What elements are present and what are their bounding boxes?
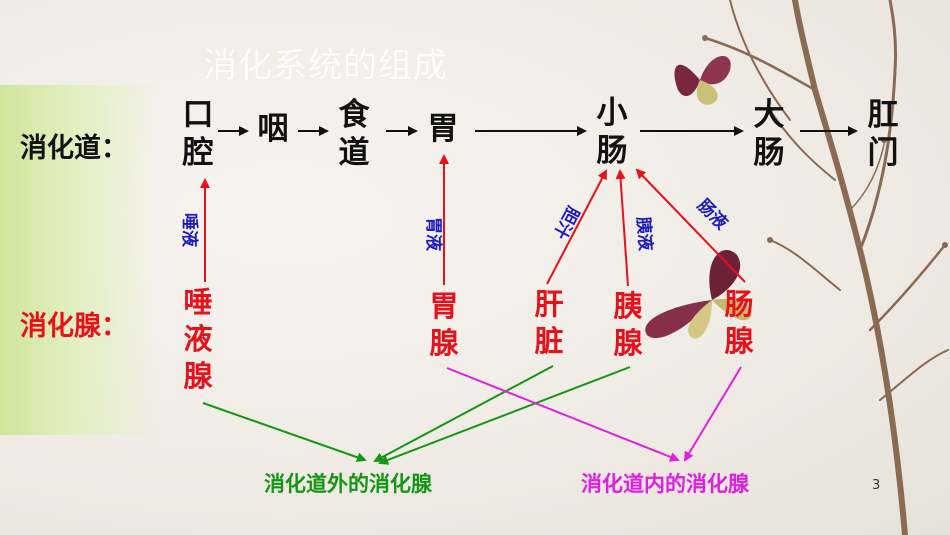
juice-saliva-text: 唾液 <box>179 213 199 247</box>
gland-row-label: 消化腺： <box>20 311 128 342</box>
page-number: 3 <box>872 478 881 493</box>
organ-esophagus: 食 道 <box>334 96 374 172</box>
organ-small-intestine-char: 小 <box>596 95 628 131</box>
organ-stomach-char: 胃 <box>427 111 459 147</box>
arrow-salivary-outside <box>202 402 367 463</box>
gland-liver-char: 脏 <box>534 324 564 358</box>
gland-salivary-char: 唾 <box>183 285 213 319</box>
gland-pancreas-char: 胰 <box>613 289 643 323</box>
organ-anus: 肛 门 <box>863 96 903 172</box>
organ-pharynx-char: 咽 <box>257 111 289 147</box>
arrow-pancreas-small-intestine <box>615 169 629 287</box>
arrow-liver-outside <box>373 365 554 462</box>
group-outside-label: 消化道外的消化腺 <box>264 472 432 496</box>
arrow-liver-small-intestine <box>546 169 607 285</box>
organ-large-intestine-char: 肠 <box>753 135 785 171</box>
organ-anus-char: 肛 <box>867 97 899 133</box>
organ-large-intestine: 大 肠 <box>749 96 789 172</box>
gland-salivary-char: 液 <box>183 322 213 356</box>
gland-liver-char: 肝 <box>534 287 564 321</box>
green-side-panel <box>0 85 160 435</box>
juice-pancreatic: 胰液 <box>630 214 655 252</box>
juice-gastric: 胃液 <box>420 214 443 251</box>
juice-gastric-text: 胃液 <box>423 217 443 251</box>
juice-saliva: 唾液 <box>176 210 199 247</box>
group-inside-label: 消化道内的消化腺 <box>581 472 749 496</box>
organ-small-intestine: 小 肠 <box>592 94 632 170</box>
gland-gastric-char: 胃 <box>429 289 459 323</box>
organ-mouth: 口 腔 <box>178 96 218 172</box>
gland-gastric: 胃 腺 <box>424 288 464 362</box>
gland-liver: 肝 脏 <box>529 286 569 360</box>
tract-row-label: 消化道： <box>20 133 128 164</box>
juice-intestinal: 肠液 <box>692 196 732 234</box>
slide-title: 消化系统的组成 <box>203 46 448 86</box>
organ-esophagus-char: 道 <box>338 135 370 171</box>
organ-pharynx: 咽 <box>253 110 293 148</box>
gland-salivary: 唾 液 腺 <box>178 284 218 395</box>
gland-intestinal-char: 肠 <box>724 287 754 321</box>
juice-bile: 胆汁 <box>548 203 588 242</box>
organ-mouth-char: 口 <box>182 97 214 133</box>
arrow-gastric-inside <box>446 367 680 462</box>
organ-esophagus-char: 食 <box>338 97 370 133</box>
gland-pancreas-char: 腺 <box>613 326 643 360</box>
juice-pancreatic-text: 胰液 <box>632 215 656 252</box>
organ-mouth-char: 腔 <box>182 135 214 171</box>
arrow-pancreas-outside <box>378 366 631 465</box>
arrow-intestinal-inside <box>683 366 742 462</box>
gland-intestinal-char: 腺 <box>724 324 754 358</box>
arrow-intestinal-small-intestine <box>635 168 746 283</box>
gland-pancreas: 胰 腺 <box>608 288 648 362</box>
gland-gastric-char: 腺 <box>429 326 459 360</box>
organ-large-intestine-char: 大 <box>753 97 785 133</box>
organ-anus-char: 门 <box>867 135 899 171</box>
gland-salivary-char: 腺 <box>183 359 213 393</box>
organ-stomach: 胃 <box>423 110 463 148</box>
organ-small-intestine-char: 肠 <box>596 133 628 169</box>
gland-intestinal: 肠 腺 <box>719 286 759 360</box>
